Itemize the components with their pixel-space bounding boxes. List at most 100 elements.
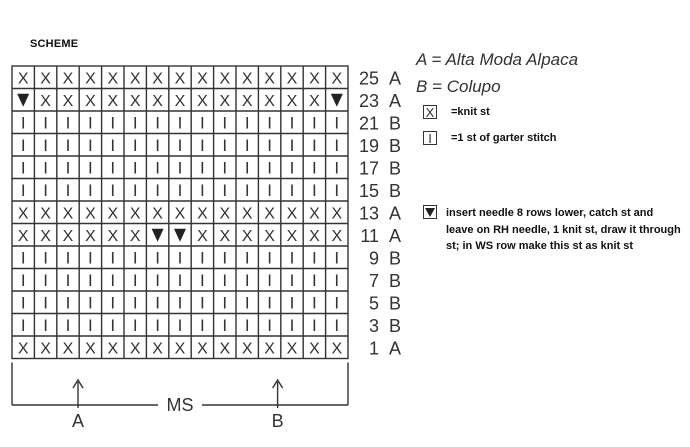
knit-stitch-cell: X [331, 70, 342, 87]
garter-stitch-cell: I [267, 293, 272, 312]
legend-triangle-note: insert needle 8 rows lower, catch st and… [446, 207, 681, 252]
garter-stitch-cell: I [245, 316, 250, 335]
garter-stitch-cell: I [312, 181, 317, 200]
garter-stitch-cell: I [21, 113, 26, 132]
knit-stitch-cell: X [40, 93, 51, 110]
garter-stitch-cell: I [21, 316, 26, 335]
knit-stitch-cell: X [219, 93, 230, 110]
garter-stitch-cell: I [110, 136, 115, 155]
garter-stitch-cell: I [155, 293, 160, 312]
knit-stitch-cell: X [18, 70, 29, 87]
garter-stitch-cell: I [133, 158, 138, 177]
knit-stitch-cell: X [85, 70, 96, 87]
garter-stitch-cell: I [334, 158, 339, 177]
garter-stitch-cell: I [222, 248, 227, 267]
garter-stitch-cell: I [21, 248, 26, 267]
triangle-stitch-icon [17, 93, 30, 107]
knit-stitch-cell: X [85, 93, 96, 110]
knit-stitch-cell: X [175, 93, 186, 110]
garter-stitch-cell: I [178, 248, 183, 267]
garter-stitch-cell: I [267, 181, 272, 200]
garter-stitch-cell: I [200, 248, 205, 267]
knit-stitch-cell: X [152, 70, 163, 87]
garter-stitch-cell: I [155, 248, 160, 267]
garter-stitch-cell: I [312, 316, 317, 335]
garter-stitch-cell: I [21, 136, 26, 155]
garter-stitch-cell: I [110, 158, 115, 177]
garter-stitch-cell: I [200, 158, 205, 177]
row-yarn-label: B [389, 136, 401, 156]
knit-stitch-cell: X [175, 70, 186, 87]
triangle-stitch-icon [151, 228, 164, 242]
garter-stitch-cell: I [267, 113, 272, 132]
knit-stitch-cell: X [242, 70, 253, 87]
repeat-label: MS [167, 395, 194, 415]
garter-stitch-cell: I [290, 293, 295, 312]
knit-stitch-cell: X [287, 70, 298, 87]
row-yarn-label: A [389, 68, 401, 88]
garter-stitch-cell: I [66, 113, 71, 132]
knit-stitch-cell: X [40, 340, 51, 357]
garter-stitch-cell: I [88, 316, 93, 335]
scheme-title: SCHEME [30, 38, 79, 50]
garter-stitch-cell: I [267, 158, 272, 177]
row-number-label: 3 [369, 316, 379, 336]
knit-stitch-cell: X [107, 340, 118, 357]
knit-stitch-cell: X [107, 205, 118, 222]
garter-stitch-cell: I [200, 316, 205, 335]
garter-stitch-cell: I [312, 113, 317, 132]
knit-stitch-cell: X [18, 228, 29, 245]
knit-stitch-cell: X [63, 228, 74, 245]
garter-stitch-cell: I [334, 248, 339, 267]
row-yarn-label: B [389, 271, 401, 291]
garter-stitch-cell: I [222, 113, 227, 132]
row-yarn-label: B [389, 158, 401, 178]
garter-stitch-cell: I [155, 316, 160, 335]
garter-stitch-cell: I [133, 248, 138, 267]
row-number-label: 15 [359, 181, 379, 201]
garter-stitch-cell: I [290, 248, 295, 267]
knit-stitch-cell: X [63, 93, 74, 110]
knit-stitch-cell: X [152, 205, 163, 222]
knit-stitch-cell: X [287, 93, 298, 110]
row-yarn-label: B [389, 181, 401, 201]
garter-stitch-cell: I [133, 293, 138, 312]
knit-stitch-cell: X [309, 340, 320, 357]
garter-stitch-cell: I [66, 248, 71, 267]
garter-stitch-cell: I [155, 158, 160, 177]
row-number-label: 1 [369, 338, 379, 358]
garter-stitch-cell: I [267, 271, 272, 290]
garter-stitch-cell: I [133, 136, 138, 155]
knit-stitch-cell: X [287, 228, 298, 245]
garter-stitch-cell: I [133, 181, 138, 200]
knit-stitch-cell: X [242, 340, 253, 357]
knit-stitch-cell: X [331, 205, 342, 222]
garter-stitch-cell: I [222, 158, 227, 177]
knit-stitch-cell: X [152, 93, 163, 110]
knit-stitch-cell: X [85, 205, 96, 222]
knit-stitch-cell: X [287, 205, 298, 222]
garter-stitch-cell: I [66, 316, 71, 335]
garter-stitch-cell: I [200, 271, 205, 290]
garter-stitch-cell: I [178, 316, 183, 335]
garter-stitch-cell: I [334, 136, 339, 155]
garter-stitch-cell: I [110, 316, 115, 335]
garter-stitch-cell: I [88, 271, 93, 290]
knit-stitch-cell: X [107, 228, 118, 245]
knit-stitch-cell: X [107, 70, 118, 87]
row-number-label: 21 [359, 113, 379, 133]
knit-stitch-cell: X [197, 228, 208, 245]
knit-stitch-cell: X [264, 205, 275, 222]
knit-stitch-cell: X [219, 205, 230, 222]
knit-stitch-cell: X [309, 93, 320, 110]
garter-stitch-cell: I [290, 158, 295, 177]
row-yarn-label: A [389, 203, 401, 223]
garter-stitch-cell: I [222, 316, 227, 335]
garter-stitch-cell: I [133, 316, 138, 335]
garter-stitch-cell: I [66, 271, 71, 290]
knit-stitch-cell: X [175, 205, 186, 222]
knit-stitch-cell: X [242, 205, 253, 222]
garter-stitch-cell: I [21, 181, 26, 200]
triangle-stitch-icon [330, 93, 343, 107]
knit-stitch-cell: X [18, 340, 29, 357]
